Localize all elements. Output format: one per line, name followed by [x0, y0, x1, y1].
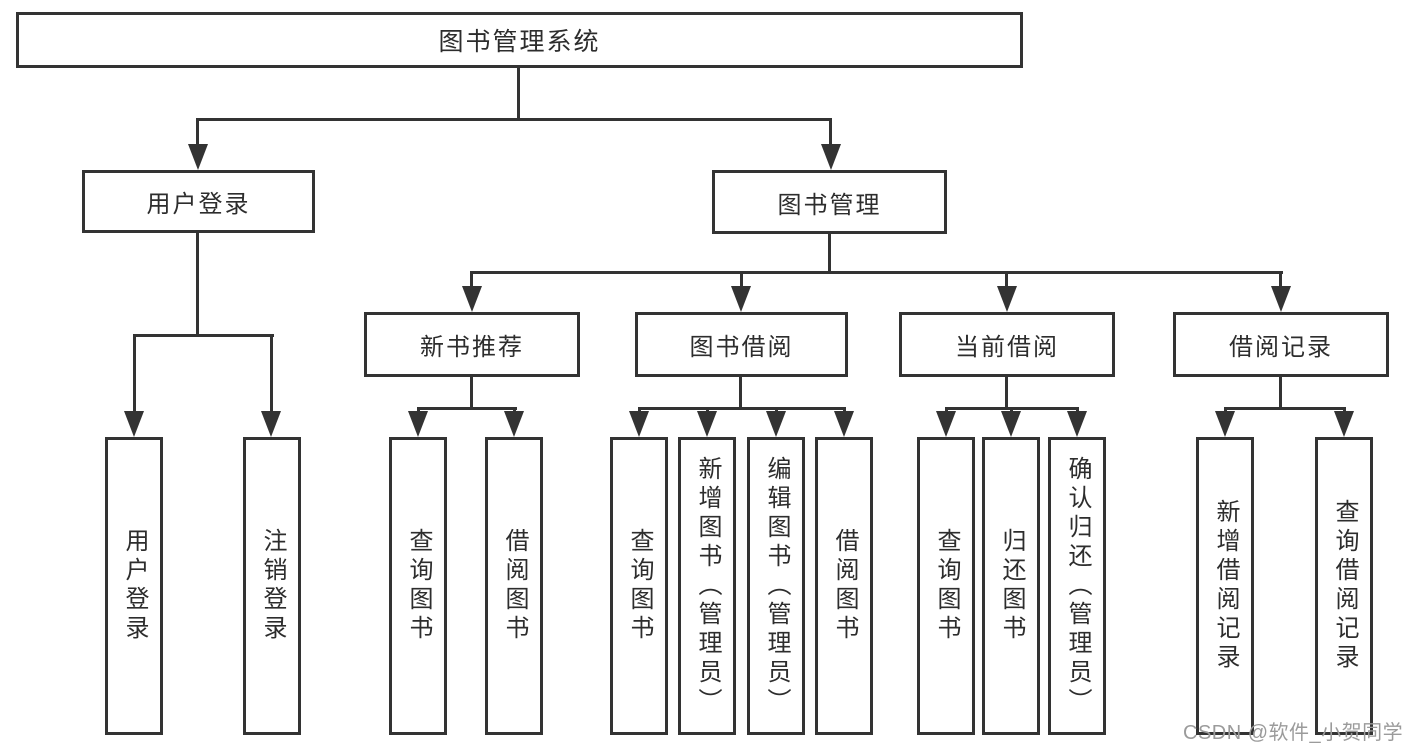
arrow-to-leaf-logout: [261, 411, 281, 437]
leaf-query-books-current-label: 查询图书: [933, 528, 960, 644]
node-new-book-recommend-label: 新书推荐: [420, 334, 524, 361]
watermark: CSDN @软件_小贺同学: [1183, 722, 1404, 744]
connector-to-current-borrow: [1005, 273, 1008, 287]
arrow-to-borrow-books-recommend: [504, 411, 524, 437]
leaf-add-books-admin: 新增图书（管理员）: [678, 437, 736, 735]
leaf-query-books-borrow: 查询图书: [610, 437, 668, 735]
connector-recommend-bus: [417, 407, 517, 410]
arrow-to-query-books-current: [936, 411, 956, 437]
connector-book-borrow-stem: [739, 377, 742, 409]
arrow-to-book-borrow: [731, 286, 751, 312]
node-user-login: 用户登录: [82, 170, 315, 233]
leaf-query-borrow-record-label: 查询借阅记录: [1331, 499, 1358, 673]
leaf-edit-books-admin: 编辑图书（管理员）: [747, 437, 805, 735]
connector-user-login-bus: [133, 334, 274, 337]
leaf-query-books-borrow-label: 查询图书: [626, 528, 653, 644]
leaf-query-books-recommend: 查询图书: [389, 437, 447, 735]
connector-to-user-login: [196, 120, 199, 146]
leaf-add-borrow-record-label: 新增借阅记录: [1212, 499, 1239, 673]
connector-recommend-stem: [470, 377, 473, 409]
node-book-borrow-label: 图书借阅: [689, 334, 794, 361]
connector-root-stem: [517, 68, 520, 121]
connector-book-management-stem: [828, 234, 831, 273]
node-user-login-label: 用户登录: [146, 191, 251, 218]
node-borrow-records-label: 借阅记录: [1229, 334, 1333, 361]
arrow-to-user-login: [188, 144, 208, 170]
node-new-book-recommend: 新书推荐: [364, 312, 580, 377]
arrow-to-return-books: [1001, 411, 1021, 437]
leaf-borrow-books: 借阅图书: [815, 437, 873, 735]
arrow-to-add-borrow-record: [1215, 411, 1235, 437]
leaf-return-books: 归还图书: [982, 437, 1040, 735]
leaf-edit-books-admin-label: 编辑图书（管理员）: [763, 455, 790, 717]
leaf-logout: 注销登录: [243, 437, 301, 735]
connector-borrow-records-stem: [1279, 377, 1282, 409]
connector-to-borrow-records: [1279, 273, 1282, 287]
arrow-to-query-books-borrow: [629, 411, 649, 437]
arrow-to-leaf-user-login: [124, 411, 144, 437]
leaf-user-login: 用户登录: [105, 437, 163, 735]
leaf-query-books-current: 查询图书: [917, 437, 975, 735]
node-book-management: 图书管理: [712, 170, 947, 234]
arrow-to-query-books-recommend: [408, 411, 428, 437]
arrow-to-book-management: [821, 144, 841, 170]
leaf-query-books-recommend-label: 查询图书: [405, 528, 432, 644]
arrow-to-add-books-admin: [697, 411, 717, 437]
connector-current-borrow-stem: [1005, 377, 1008, 409]
node-book-borrow: 图书借阅: [635, 312, 848, 377]
node-current-borrow: 当前借阅: [899, 312, 1115, 377]
connector-borrow-records-bus: [1224, 407, 1346, 410]
connector-to-leaf-user-login: [133, 336, 136, 412]
connector-to-new-book-recommend: [470, 273, 473, 287]
connector-to-book-management: [829, 120, 832, 146]
connector-user-login-stem: [196, 233, 199, 336]
leaf-user-login-label: 用户登录: [121, 528, 148, 644]
arrow-to-borrow-books: [834, 411, 854, 437]
connector-level3-bus: [470, 271, 1283, 274]
node-root: 图书管理系统: [16, 12, 1023, 68]
leaf-query-borrow-record: 查询借阅记录: [1315, 437, 1373, 735]
leaf-return-books-label: 归还图书: [998, 528, 1025, 644]
connector-to-book-borrow: [740, 273, 743, 287]
leaf-add-books-admin-label: 新增图书（管理员）: [694, 455, 721, 717]
arrow-to-new-book-recommend: [462, 286, 482, 312]
node-book-management-label: 图书管理: [777, 191, 882, 219]
arrow-to-borrow-records: [1271, 286, 1291, 312]
connector-to-leaf-logout: [270, 336, 273, 412]
arrow-to-current-borrow: [997, 286, 1017, 312]
leaf-borrow-books-recommend: 借阅图书: [485, 437, 543, 735]
leaf-borrow-books-label: 借阅图书: [831, 528, 858, 644]
node-root-label: 图书管理系统: [438, 28, 601, 56]
connector-book-borrow-bus: [638, 407, 846, 410]
leaf-confirm-return-admin-label: 确认归还（管理员）: [1064, 455, 1091, 717]
connector-root-bus: [196, 118, 832, 121]
leaf-confirm-return-admin: 确认归还（管理员）: [1048, 437, 1106, 735]
leaf-logout-label: 注销登录: [259, 528, 286, 644]
arrow-to-edit-books-admin: [766, 411, 786, 437]
node-current-borrow-label: 当前借阅: [955, 334, 1059, 361]
arrow-to-confirm-return-admin: [1067, 411, 1087, 437]
leaf-borrow-books-recommend-label: 借阅图书: [501, 528, 528, 644]
leaf-add-borrow-record: 新增借阅记录: [1196, 437, 1254, 735]
arrow-to-query-borrow-record: [1334, 411, 1354, 437]
node-borrow-records: 借阅记录: [1173, 312, 1389, 377]
